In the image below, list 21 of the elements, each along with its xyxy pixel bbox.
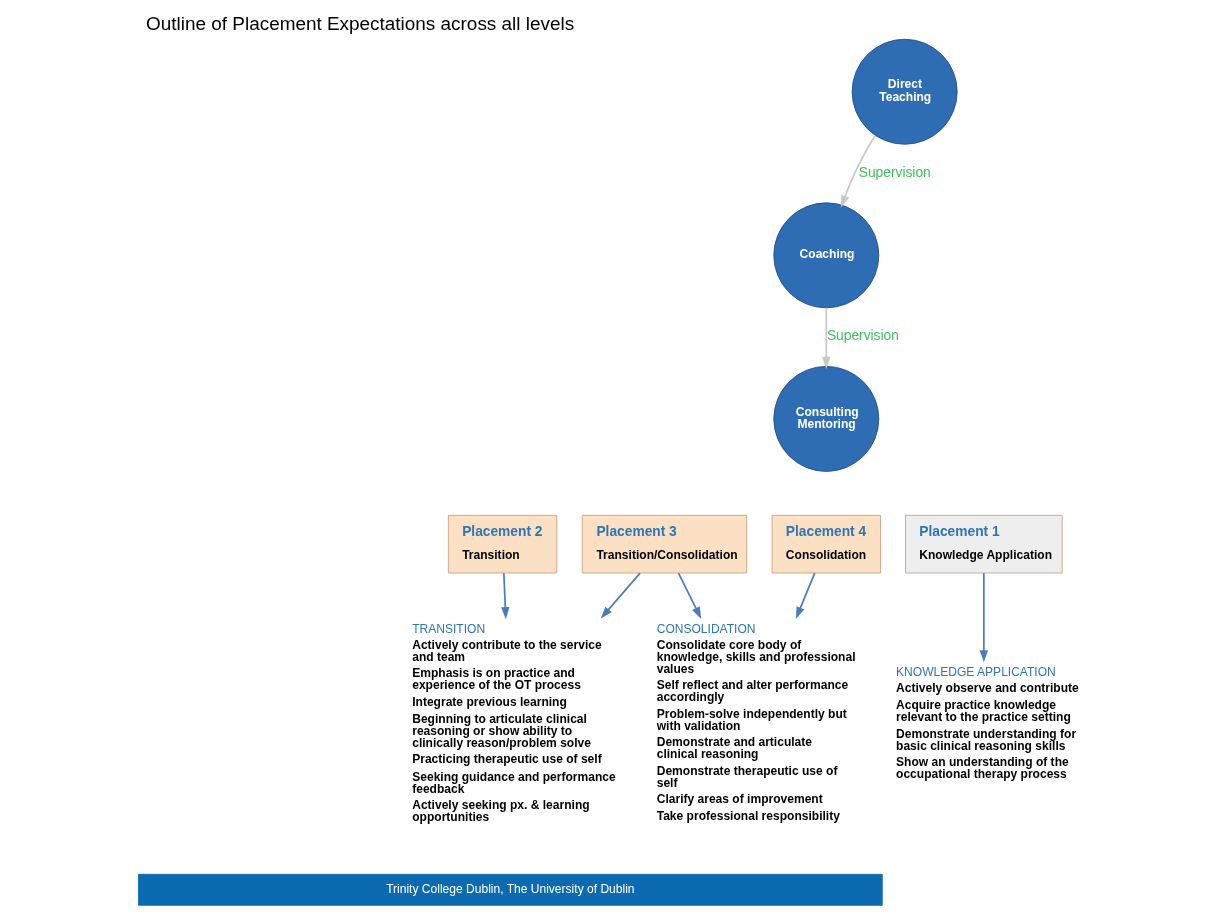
node-circle: Direct Teaching	[851, 38, 958, 145]
node-text: TRANSITION Actively contribute to the service and team Emphasis is on practice and experience of the OT process Integrate previous learning Beginning to articulate clinical reasoning or show ability to clinically reason/problem solve Practicing therapeutic use of self Seeking guidance and performance feedback Actively seeking px. & learning opportunities	[412, 621, 616, 825]
node-box: Placement 4 Consolidation	[771, 514, 881, 574]
arrow	[600, 572, 641, 619]
node-box: Placement 2 Transition	[447, 514, 558, 574]
node-box: Placement 3 Transition/Consolidation	[581, 514, 748, 574]
arrow	[840, 134, 877, 208]
edge-label: Supervision	[858, 164, 931, 180]
node-circle: Coaching	[773, 202, 880, 309]
node-text: KNOWLEDGE APPLICATION Actively observe and contribute Acquire practice knowledge relevant to the practice setting Demonstrate understanding for basic clinical reasoning skills Show an understanding of the occupational therapy process	[896, 664, 1079, 782]
label: Trinity College Dublin, The University of Dublin	[386, 881, 635, 896]
arrow	[677, 572, 702, 619]
arrow	[795, 572, 816, 619]
edge-label: Supervision	[826, 328, 899, 344]
node-box: Placement 1 Knowledge Application	[905, 514, 1063, 574]
diagram-title: Outline of Placement Expectations across all levels	[146, 13, 575, 35]
node-text: CONSOLIDATION Consolidate core body of knowledge, skills and professional values Self reflect and alter performance accordingly Problem-solve independently but with validation Demonstrate and articulate clinical reasoning Demonstrate therapeutic use of self Clarify areas of improvement Take professional responsibility	[656, 621, 856, 824]
arrow	[979, 572, 989, 663]
arrow	[501, 572, 510, 620]
arrow	[822, 306, 831, 369]
node-circle: Consulting Mentoring	[773, 365, 880, 472]
